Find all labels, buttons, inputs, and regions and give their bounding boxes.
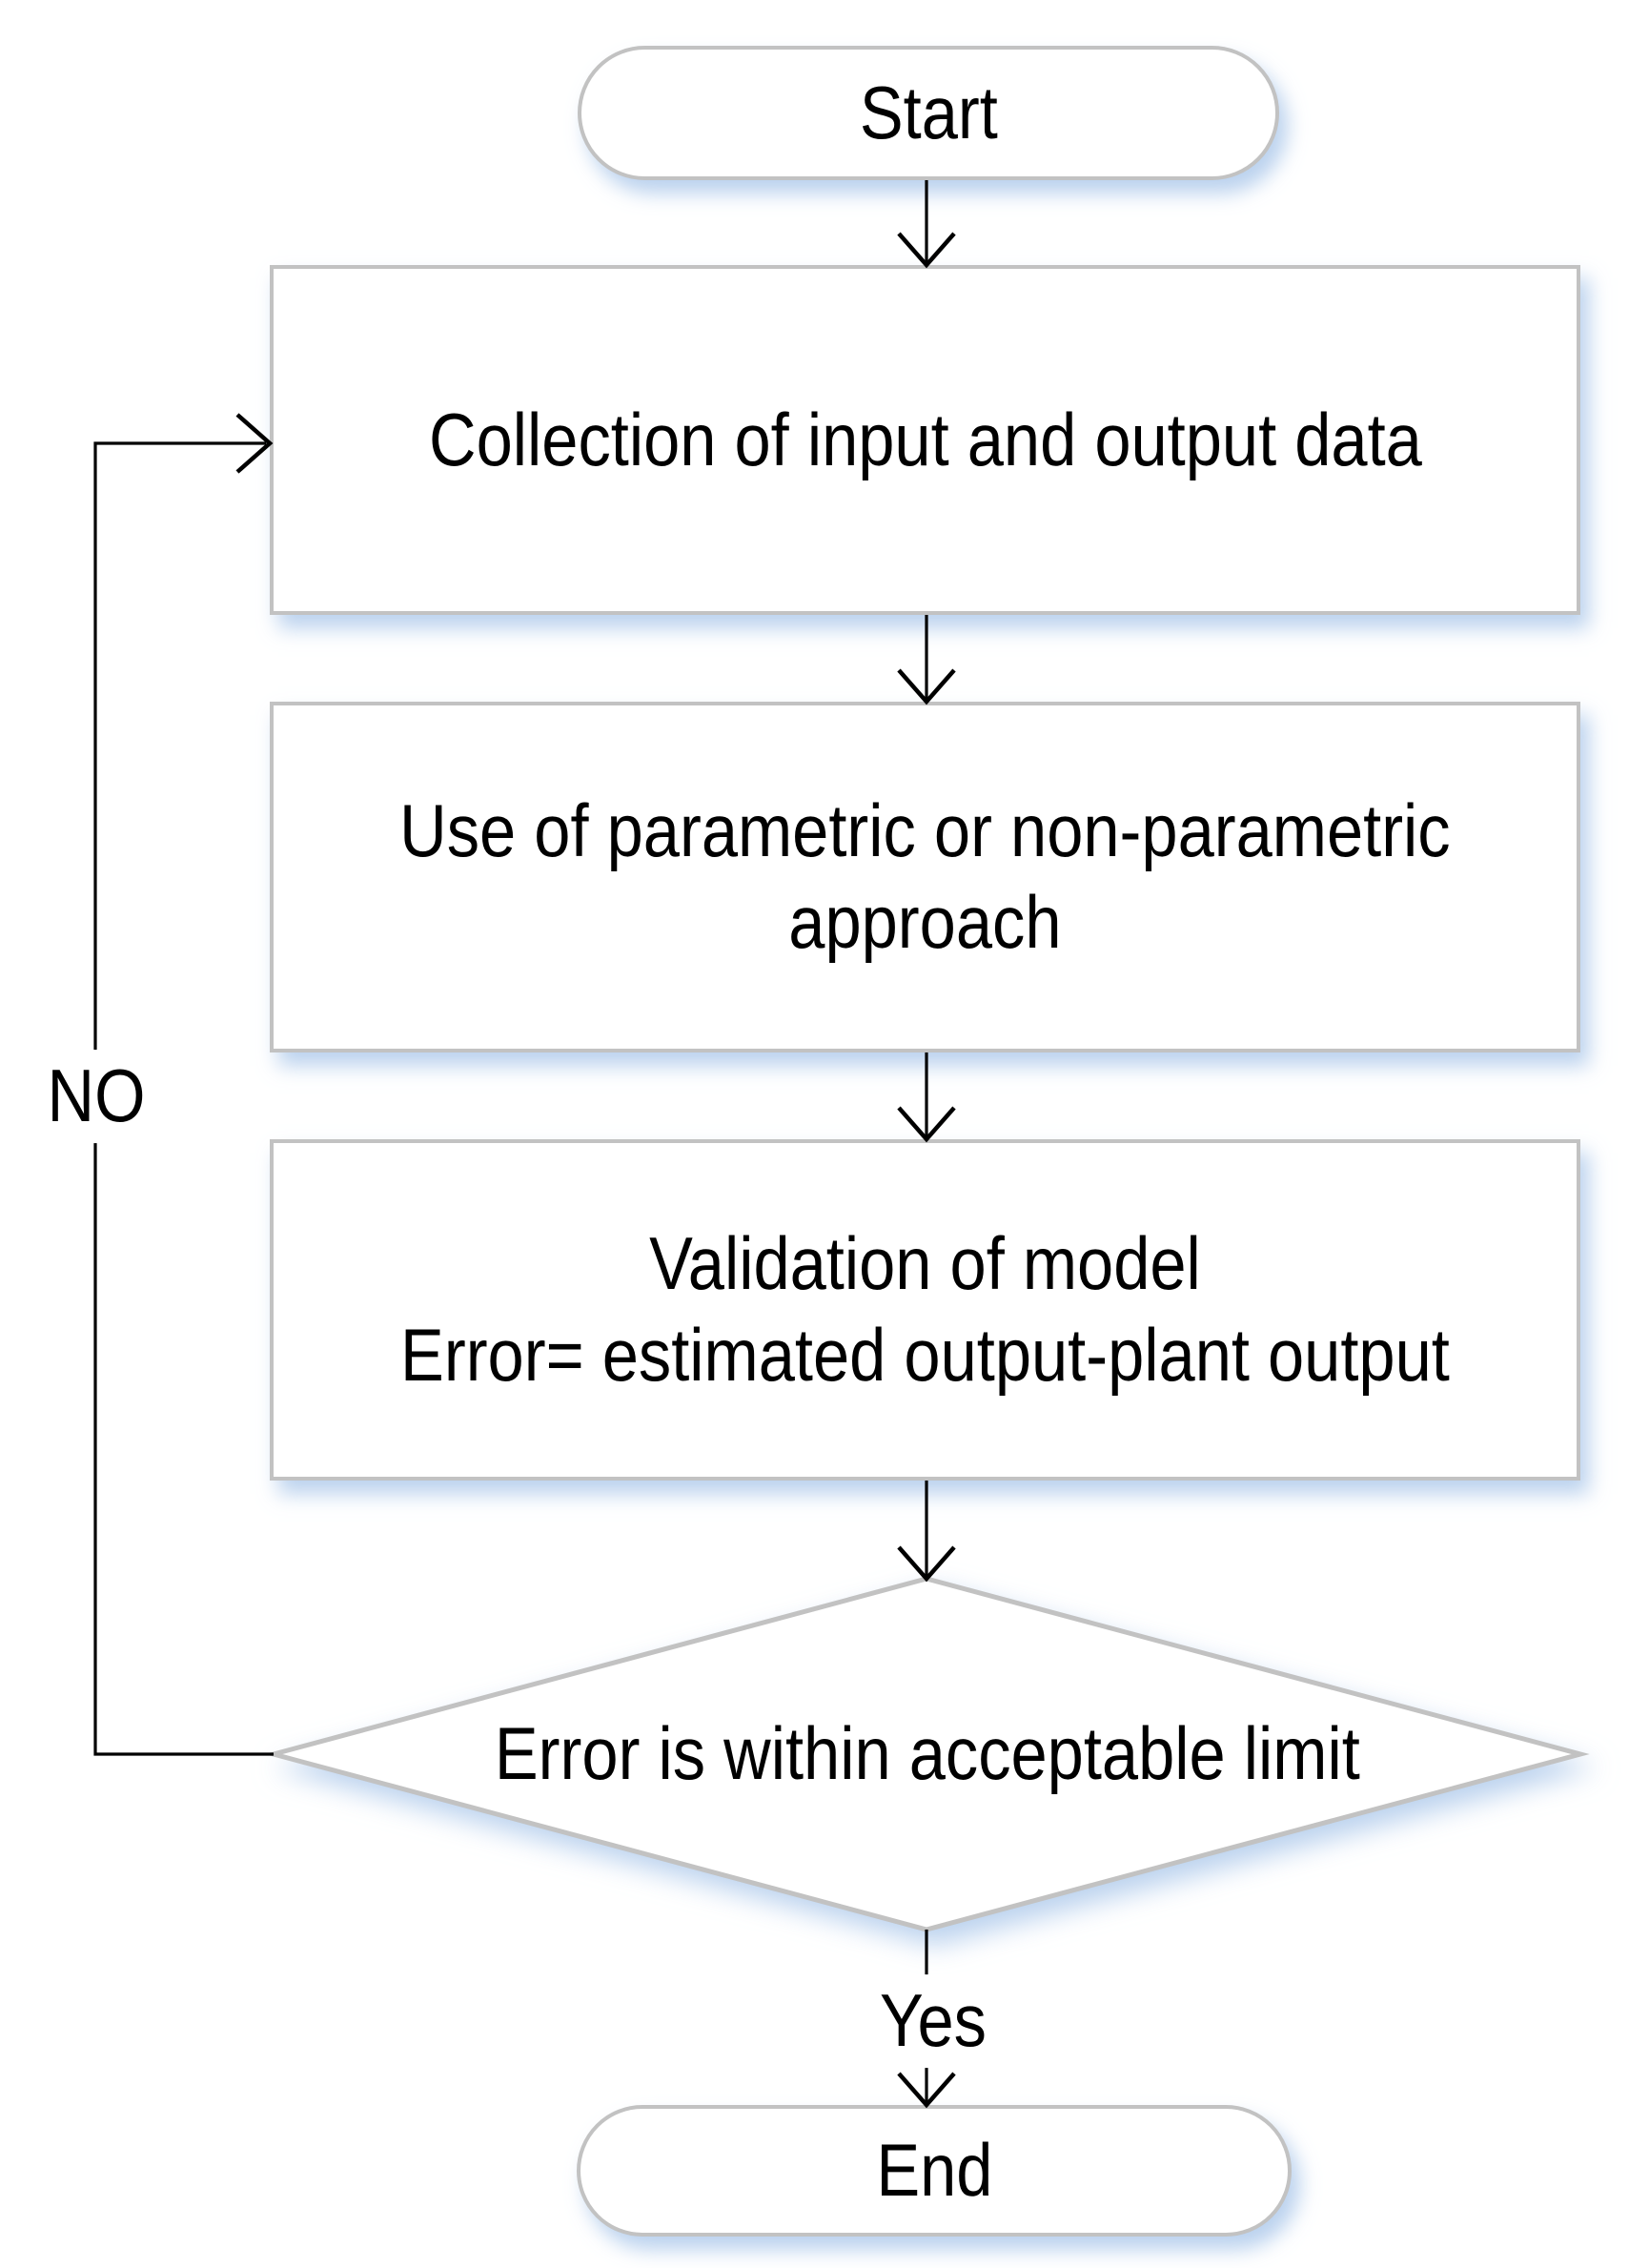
arrow-validation-to-decision (897, 1481, 956, 1583)
decision-label: Error is within acceptable limit (494, 1711, 1360, 1796)
process-approach: Use of parametric or non-parametric appr… (270, 702, 1580, 1052)
arrowhead-down-icon (897, 1545, 956, 1583)
process-validation-label: Validation of model Error= estimated out… (400, 1221, 1450, 1397)
process-collect-data: Collection of input and output data (270, 265, 1580, 615)
process-validation: Validation of model Error= estimated out… (270, 1139, 1580, 1481)
arrow-collect-to-approach (897, 615, 956, 705)
arrowhead-down-icon (897, 1106, 956, 1143)
arrowhead-down-icon (897, 232, 956, 269)
decision-label-box: Error is within acceptable limit (274, 1579, 1580, 1930)
start-node-label: Start (859, 70, 998, 154)
arrow-approach-to-validation (897, 1052, 956, 1143)
arrow-start-to-collect (897, 180, 956, 269)
yes-edge-label: Yes (871, 1974, 995, 2068)
arrowhead-down-icon (897, 668, 956, 705)
process-approach-label: Use of parametric or non-parametric appr… (399, 788, 1451, 964)
no-edge-label: NO (38, 1050, 154, 1143)
arrowhead-down-icon (897, 2072, 956, 2109)
process-collect-data-label: Collection of input and output data (428, 397, 1422, 481)
arrowhead-right-icon (235, 413, 274, 474)
end-node-label: End (875, 2128, 993, 2213)
start-node: Start (578, 46, 1279, 180)
end-node: End (577, 2105, 1292, 2237)
